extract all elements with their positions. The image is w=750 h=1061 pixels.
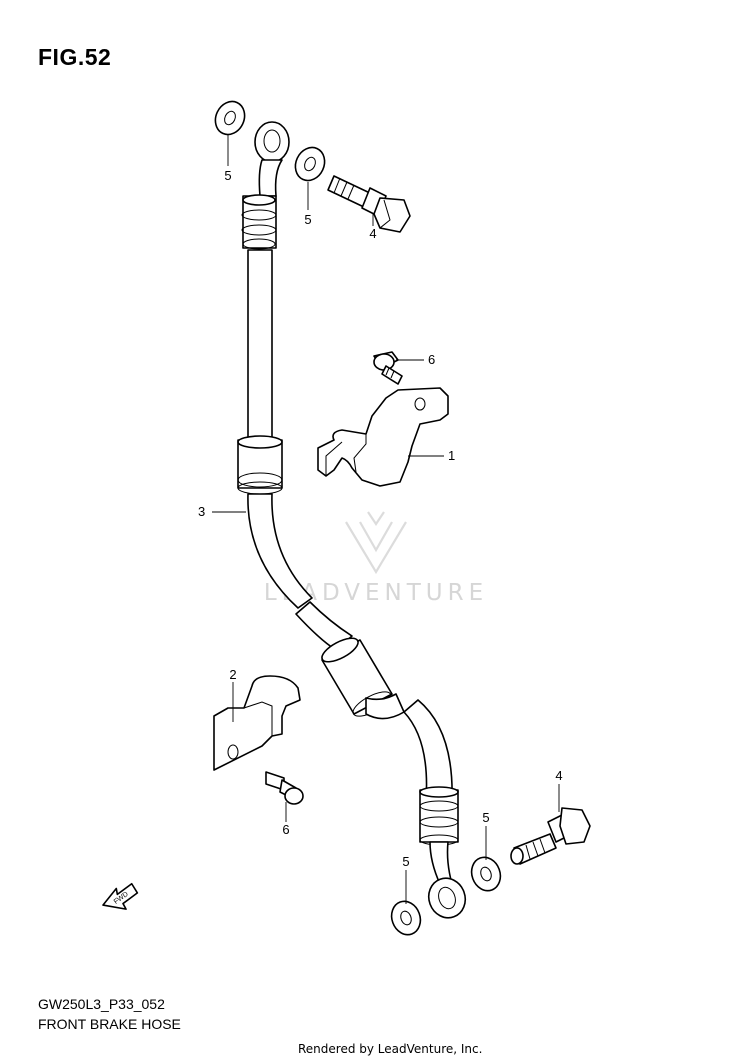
render-credit: Rendered by LeadVenture, Inc. [298,1042,483,1056]
figure-title: FIG.52 [38,44,112,70]
figure-code: GW250L3_P33_052 [38,996,165,1012]
callout-screw-upper: 6 [428,352,435,367]
figure-name: FRONT BRAKE HOSE [38,1016,181,1032]
washer-upper-left[interactable] [210,97,250,140]
callout-hose: 3 [198,504,205,519]
washer-lower-left[interactable] [387,897,425,939]
washer-lower-right[interactable] [467,853,505,895]
callout-washer-upper-right: 5 [304,212,311,227]
callout-washer-lower-right: 5 [482,810,489,825]
union-bolt-lower[interactable] [510,807,591,865]
fwd-arrow-icon: FWD [102,882,139,910]
brake-hose[interactable] [237,121,471,923]
callout-bolt-upper: 4 [369,226,376,241]
callout-washer-upper-left: 5 [224,168,231,183]
screw-lower[interactable] [265,771,304,805]
clamp-upper[interactable] [317,387,449,487]
callout-clamp-upper: 1 [448,448,455,463]
callout-washer-lower-left: 5 [402,854,409,869]
union-bolt-upper[interactable] [327,175,411,233]
callout-bolt-lower: 4 [555,768,562,783]
clamp-lower[interactable] [213,675,301,771]
screw-upper[interactable] [373,351,403,385]
washer-upper-right[interactable] [290,143,330,186]
callout-clamp-lower: 2 [229,667,236,682]
callout-screw-lower: 6 [282,822,289,837]
